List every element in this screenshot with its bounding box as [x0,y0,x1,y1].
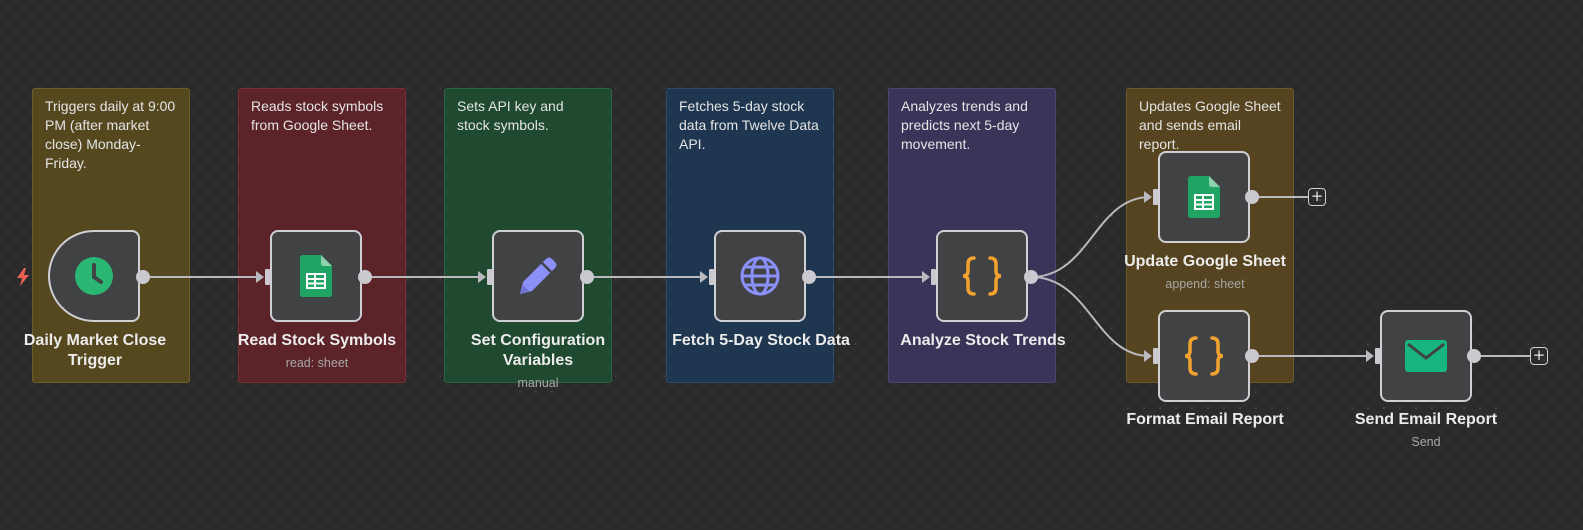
input-handle [1375,348,1380,364]
connection-analyze-format [1030,276,1151,357]
code-braces-icon [1184,336,1224,376]
node-subtitle: Send [1411,435,1441,449]
arrowhead [478,271,486,283]
node-subtitle: manual [517,376,559,390]
node-label: Send Email Report [1354,411,1498,428]
input-handle [709,269,714,285]
globe-icon [740,256,780,296]
output-handle[interactable] [802,270,816,284]
node-fetch-5-day-stock-data[interactable] [714,230,806,322]
sticky-note-text: Triggers daily at 9:00 PM (after market … [45,98,176,171]
arrowhead [256,271,264,283]
node-update-google-sheet[interactable] [1158,151,1250,243]
email-icon [1405,340,1447,372]
node-subtitle: append: sheet [1165,277,1245,291]
node-send-email-report[interactable] [1380,310,1472,402]
connection-analyze-update [1030,196,1151,278]
node-read-stock-symbols[interactable] [270,230,362,322]
sticky-note-trigger[interactable]: Triggers daily at 9:00 PM (after market … [32,88,190,383]
output-handle[interactable] [1245,190,1259,204]
node-label: Analyze Stock Trends [900,332,1066,349]
sticky-note-text: Reads stock symbols from Google Sheet. [251,98,384,133]
sticky-note-text: Sets API key and stock symbols. [457,98,564,133]
node-label: Update Google Sheet [1124,253,1286,270]
input-handle [265,269,270,285]
node-format-email-report[interactable] [1158,310,1250,402]
node-daily-market-close-trigger[interactable] [48,230,140,322]
output-handle[interactable] [1245,349,1259,363]
input-handle [1153,189,1158,205]
google-sheets-icon [1188,176,1220,218]
output-handle[interactable] [136,270,150,284]
node-analyze-stock-trends[interactable] [936,230,1028,322]
code-braces-icon [962,256,1002,296]
node-label: Set Configuration Variables [470,332,606,369]
output-handle[interactable] [580,270,594,284]
arrowhead [922,271,930,283]
arrowhead [1144,191,1152,203]
sticky-note-text: Analyzes trends and predicts next 5-day … [901,98,1028,152]
output-handle[interactable] [1467,349,1481,363]
node-subtitle: read: sheet [285,356,349,370]
trigger-bolt-icon [17,268,29,286]
pencil-icon [520,257,557,294]
sticky-note-text: Fetches 5-day stock data from Twelve Dat… [679,98,819,152]
output-handle[interactable] [358,270,372,284]
node-label: Format Email Report [1126,411,1284,428]
input-handle [931,269,936,285]
clock-icon [75,257,113,295]
input-handle [1153,348,1158,364]
arrowhead [1366,350,1374,362]
sticky-note-fetch[interactable]: Fetches 5-day stock data from Twelve Dat… [666,88,834,383]
output-handle[interactable] [1024,270,1038,284]
input-handle [487,269,492,285]
sticky-note-text: Updates Google Sheet and sends email rep… [1139,98,1281,152]
arrowhead [700,271,708,283]
node-label: Fetch 5-Day Stock Data [672,332,850,349]
node-label: Daily Market Close Trigger [23,332,167,369]
add-node-button[interactable]: + [1308,188,1326,206]
google-sheets-icon [300,255,332,297]
add-node-button[interactable]: + [1530,347,1548,365]
node-label: Read Stock Symbols [237,332,397,349]
arrowhead [1144,350,1152,362]
node-set-configuration-variables[interactable] [492,230,584,322]
